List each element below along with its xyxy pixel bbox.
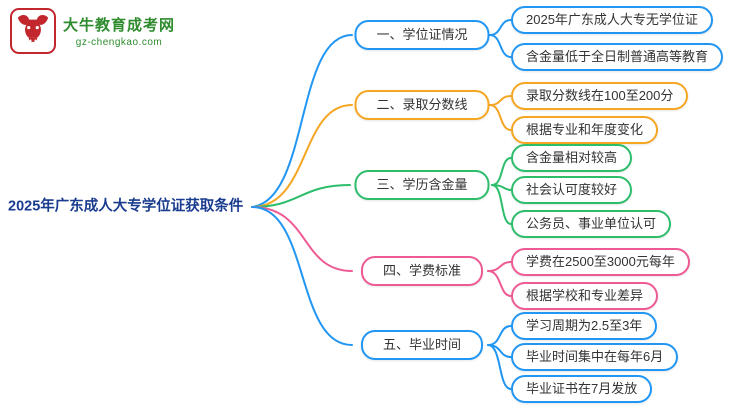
connector-root-branch5: [251, 206, 353, 346]
branch-node-4: 四、学费标准: [360, 256, 484, 286]
logo-text: 大牛教育成考网 gz-chengkao.com: [63, 14, 175, 48]
branch-node-2: 二、录取分数线: [354, 90, 490, 120]
leaf-node-5-1: 学习周期为2.5至3年: [511, 312, 658, 340]
leaf-node-3-1: 含金量相对较高: [511, 144, 633, 172]
leaf-node-2-1: 录取分数线在100至200分: [511, 82, 689, 110]
branch-node-5: 五、毕业时间: [360, 330, 484, 360]
connector-branch2-leaf1: [489, 95, 512, 106]
leaf-node-2-2: 根据专业和年度变化: [511, 116, 659, 144]
leaf-node-4-1: 学费在2500至3000元每年: [511, 248, 690, 276]
logo-badge: [10, 8, 56, 54]
leaf-node-5-2: 毕业时间集中在每年6月: [511, 343, 679, 371]
connector-root-branch2: [251, 104, 353, 208]
connector-root-branch3: [251, 184, 351, 208]
logo-subtitle: gz-chengkao.com: [75, 37, 163, 48]
connector-branch3-leaf3: [491, 184, 512, 225]
connector-root-branch1: [251, 34, 353, 208]
bull-icon: [17, 15, 49, 42]
branch-node-3: 三、学历含金量: [354, 170, 490, 200]
connector-branch4-leaf1: [487, 261, 512, 272]
connector-branch1-leaf2: [489, 34, 512, 58]
leaf-node-3-2: 社会认可度较好: [511, 176, 633, 204]
connector-branch1-leaf1: [489, 19, 512, 36]
connector-branch4-leaf2: [487, 270, 512, 297]
leaf-node-1-1: 2025年广东成人大专无学位证: [511, 6, 713, 34]
connector-root-branch4: [251, 206, 353, 272]
connector-branch3-leaf1: [491, 157, 512, 186]
branch-node-1: 一、学位证情况: [354, 20, 490, 50]
logo-title: 大牛教育成考网: [63, 17, 176, 34]
connector-branch5-leaf3: [487, 344, 512, 390]
root-topic: 2025年广东成人大专学位证获取条件: [8, 198, 244, 215]
logo: 大牛教育成考网 gz-chengkao.com: [10, 8, 175, 54]
leaf-node-1-2: 含金量低于全日制普通高等教育: [511, 43, 724, 71]
leaf-node-5-3: 毕业证书在7月发放: [511, 375, 653, 403]
leaf-node-4-2: 根据学校和专业差异: [511, 282, 659, 310]
leaf-node-3-3: 公务员、事业单位认可: [511, 210, 672, 238]
connector-branch2-leaf2: [489, 104, 512, 131]
connector-branch5-leaf1: [487, 325, 512, 346]
